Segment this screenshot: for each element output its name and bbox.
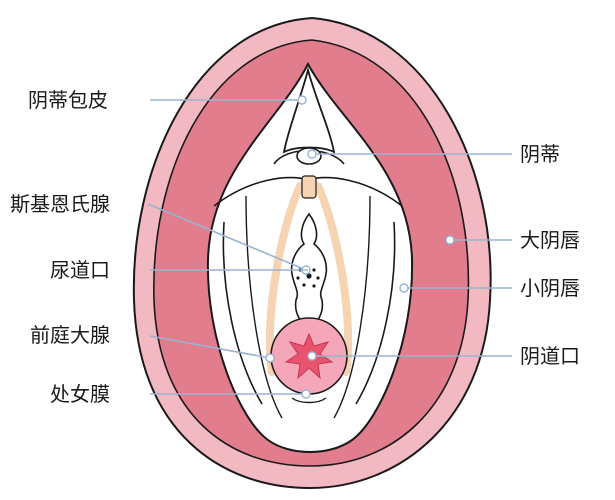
label-labia-minora: 小阴唇 xyxy=(520,276,580,300)
label-vaginal-opening: 阴道口 xyxy=(520,344,580,368)
leader-lines xyxy=(147,95,512,399)
label-clitoral-hood: 阴蒂包皮 xyxy=(28,88,108,112)
label-urethral-opening: 尿道口 xyxy=(50,258,110,282)
label-bartholin-glands: 前庭大腺 xyxy=(30,323,110,347)
vestibule-band xyxy=(265,175,353,376)
label-hymen: 处女膜 xyxy=(50,382,110,406)
label-skene-glands: 斯基恩氏腺 xyxy=(10,192,110,216)
label-clitoris: 阴蒂 xyxy=(520,142,560,166)
label-labia-majora: 大阴唇 xyxy=(520,228,580,252)
